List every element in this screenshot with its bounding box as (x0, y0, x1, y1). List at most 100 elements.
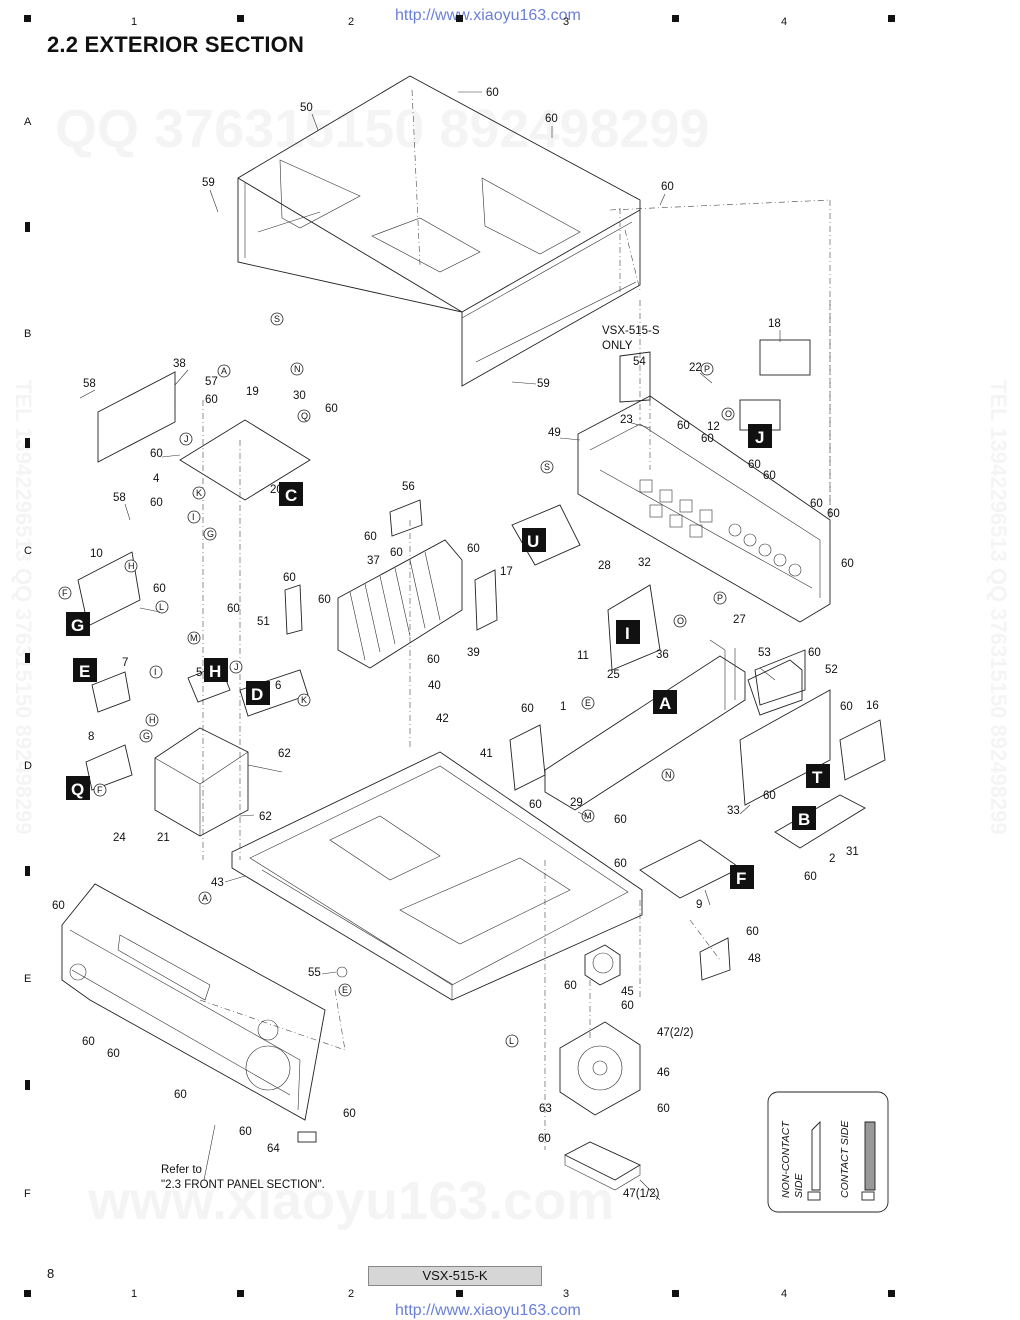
part-label: 28 (598, 560, 611, 572)
part-label: 52 (825, 664, 838, 676)
row-letter: A (24, 116, 32, 128)
part-label: 60 (827, 508, 840, 520)
board-letter-boxes: C U J G E H D I A T B F Q (66, 424, 830, 889)
part-label: 47(1/2) (623, 1188, 660, 1200)
part-number-labels: 60 50 60 59 60 59 38 58 57 19 60 30 60 6… (52, 87, 879, 1200)
row-letter: C (24, 545, 32, 557)
part-label: 60 (614, 814, 627, 826)
part-label: 56 (402, 481, 415, 493)
column-number: 4 (781, 1288, 788, 1300)
row-letter: D (24, 760, 32, 772)
part-label: 1 (560, 701, 566, 713)
board-box (66, 776, 90, 800)
part-label: 51 (257, 616, 270, 628)
part-label: 60 (763, 790, 776, 802)
part-label: 60 (52, 900, 65, 912)
part-label: 11 (577, 650, 589, 662)
part-label: 7 (122, 657, 128, 669)
board-letter: H (209, 662, 221, 681)
top-cover (237, 75, 641, 387)
heat-sink (337, 539, 463, 669)
part-label: VSX-515-S (602, 325, 660, 337)
part-label: 60 (621, 1000, 634, 1012)
board-letter: B (798, 810, 810, 829)
part-label: 57 (205, 376, 218, 388)
part-label: 60 (82, 1036, 95, 1048)
part-label: 64 (267, 1143, 280, 1155)
legend-contact-label: CONTACT SIDE (839, 1120, 851, 1198)
source-url-bottom[interactable]: http://www.xiaoyu163.com (395, 1302, 581, 1319)
part-label: 60 (486, 87, 499, 99)
part-label: 12 (707, 421, 720, 433)
connector-letter: P (704, 364, 710, 374)
part-label: 5 (196, 667, 202, 679)
connector-letter: S (274, 314, 280, 324)
grid-mark (25, 1080, 30, 1090)
watermark-tel-right: TEL 13942296513 QQ 376315150 892498299 (985, 380, 1011, 835)
connector-letter: E (342, 985, 348, 995)
part-label: 46 (657, 1067, 670, 1079)
connector-letter: F (97, 785, 103, 795)
connector-letter: Q (301, 411, 308, 421)
part-label: 60 (427, 654, 440, 666)
small-parts (85, 339, 811, 1143)
part-label: 9 (696, 899, 702, 911)
connector-letter: K (301, 695, 307, 705)
connector-letter: N (665, 770, 672, 780)
explode-lines (199, 199, 831, 1150)
part-label: 50 (300, 102, 313, 114)
left-boards (77, 371, 311, 627)
connector-letter: L (159, 602, 164, 612)
grid-mark (888, 15, 895, 22)
part-label: 45 (621, 986, 634, 998)
connector-letter: K (196, 488, 202, 498)
connector-letter: J (234, 662, 239, 672)
connector-letter: E (585, 698, 591, 708)
part-label: 32 (638, 557, 651, 569)
column-number: 2 (348, 16, 355, 28)
board-letter: J (755, 428, 764, 447)
part-label: 40 (428, 680, 441, 692)
connector-letter: A (221, 366, 227, 376)
connector-letter: J (184, 434, 189, 444)
connector-letter: O (677, 616, 684, 626)
part-label: 60 (467, 543, 480, 555)
connector-letter: M (584, 811, 592, 821)
connector-letter: M (190, 633, 198, 643)
column-number: 2 (348, 1288, 355, 1300)
part-label: 62 (278, 748, 291, 760)
board-letter: Q (71, 780, 84, 799)
part-label: 60 (529, 799, 542, 811)
part-label: 60 (763, 470, 776, 482)
part-label: 60 (150, 497, 163, 509)
board-letter: G (71, 616, 84, 635)
part-label: 60 (841, 558, 854, 570)
part-label: 10 (90, 548, 103, 560)
rear-panel (577, 395, 831, 623)
source-url-top[interactable]: http://www.xiaoyu163.com (395, 7, 581, 24)
column-number: 1 (131, 1288, 138, 1300)
board-letter: I (625, 624, 630, 643)
legend-noncontact-label: NON-CONTACT (780, 1120, 792, 1198)
part-label: 60 (746, 926, 759, 938)
column-number: 4 (781, 16, 788, 28)
part-label: 60 (227, 603, 240, 615)
part-label: 36 (656, 649, 669, 661)
board-box (748, 424, 772, 448)
legend-noncontact-side: SIDE (793, 1172, 805, 1198)
part-label: 16 (866, 700, 879, 712)
part-label: 60 (564, 980, 577, 992)
model-name: VSX-515-K (368, 1266, 542, 1286)
transformer (154, 727, 249, 837)
row-letter: E (24, 973, 32, 985)
chassis (231, 751, 643, 1001)
part-label: 49 (548, 427, 561, 439)
row-letter: B (24, 328, 32, 340)
connector-letter: N (294, 364, 301, 374)
part-label: 2 (829, 853, 835, 865)
part-label: 41 (480, 748, 493, 760)
grid-mark (25, 222, 30, 232)
refer-note: Refer to (161, 1164, 202, 1176)
part-label: 60 (325, 403, 338, 415)
board-letter: C (285, 486, 297, 505)
